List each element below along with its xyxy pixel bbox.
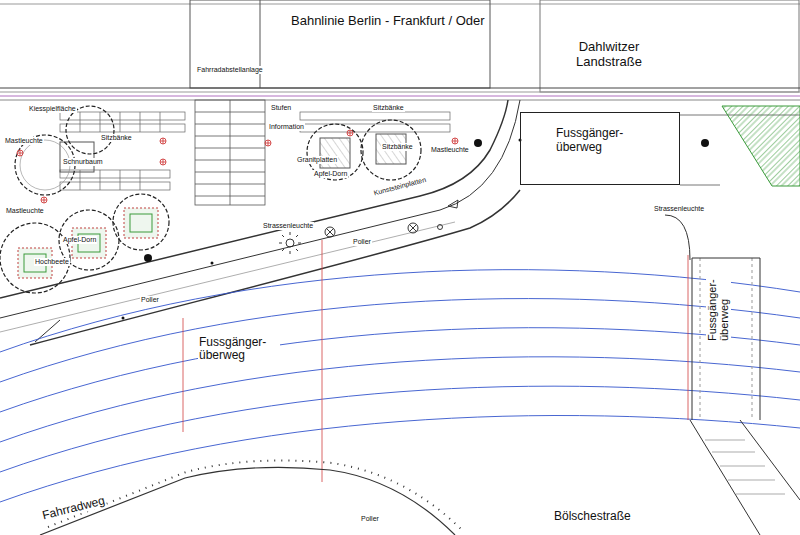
plan-annotation: Sitzbänke bbox=[372, 104, 405, 112]
crosswalk-label: Fussgänger- überweg bbox=[198, 336, 280, 363]
plan-annotation: Apfel-Dorn bbox=[313, 170, 348, 178]
plan-annotation: Mastleuchte bbox=[430, 146, 470, 154]
plan-annotation: Poller bbox=[352, 238, 372, 246]
railway-name: Bahnlinie Berlin - Frankfurt / Oder bbox=[290, 14, 486, 29]
plan-annotation: Kiesspielfläche bbox=[28, 105, 77, 113]
plan-annotation: Hochbeete bbox=[34, 258, 70, 266]
plan-annotation: Schnurbaum bbox=[62, 158, 104, 166]
plan-annotation: Sitzbänke bbox=[381, 143, 414, 151]
plan-annotation: Strassenleuchte bbox=[653, 205, 705, 213]
plan-annotation: Poller bbox=[360, 515, 380, 523]
plan-annotation: Poller bbox=[140, 296, 160, 304]
crosswalk-label: Fussgänger- überweg bbox=[556, 127, 646, 155]
plan-annotation: Information bbox=[268, 123, 305, 131]
plan-annotation: Granitplatten bbox=[296, 156, 338, 164]
plan-annotation: Stufen bbox=[270, 104, 292, 112]
street-name: Dahlwitzer Landstraße bbox=[556, 40, 662, 69]
plan-annotation: Mastleuchte bbox=[4, 137, 44, 145]
crosswalk-box: Fussgänger- überweg bbox=[520, 112, 680, 185]
street-name: Bölschestraße bbox=[553, 510, 632, 523]
plan-annotation: Sitzbänke bbox=[100, 134, 133, 142]
plan-annotation: Strassenleuchte bbox=[262, 222, 314, 230]
plan-annotation: Apfel-Dorn bbox=[62, 236, 97, 244]
plan-annotation: Fahrradabstellanlage bbox=[196, 66, 264, 74]
plan-annotation: Mastleuchte bbox=[5, 207, 45, 215]
crosswalk-label: Fussgänger- überweg bbox=[706, 262, 731, 342]
